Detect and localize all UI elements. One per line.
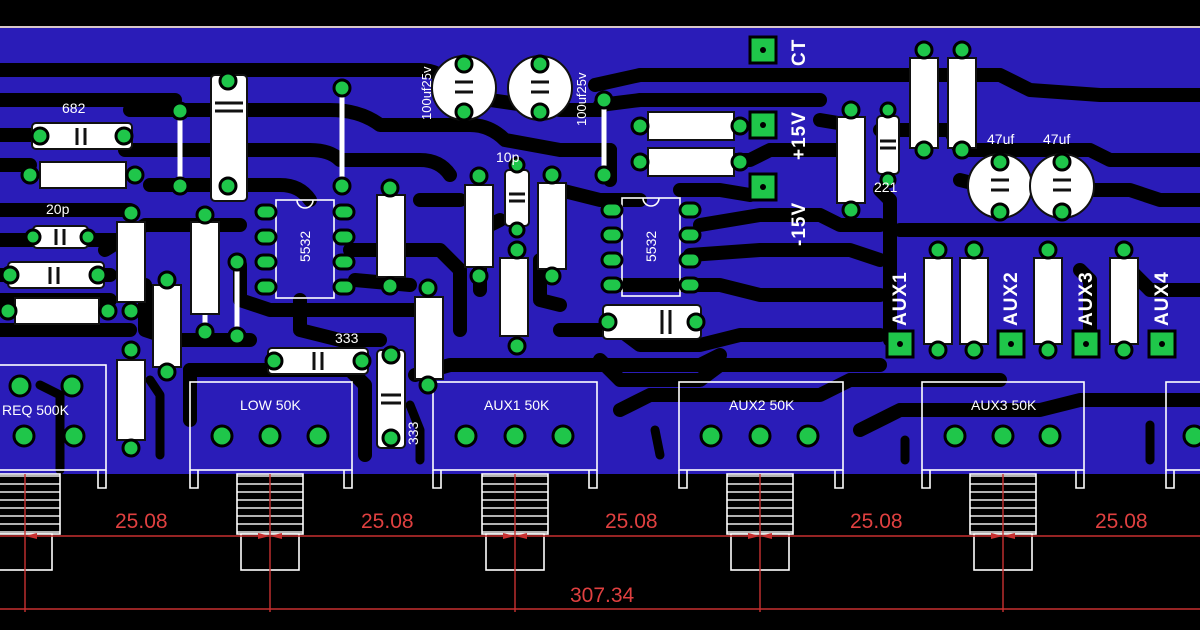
label-aux4: AUX4 [1152, 271, 1173, 326]
dim-spacing-2: 25.08 [361, 510, 414, 533]
label-r22-a: 22 [700, 119, 716, 135]
label-r5k1-3: 5K1 [1040, 307, 1056, 332]
label-r3k9-left: 3K9 [82, 168, 107, 184]
label-r5k1-4: 5K1 [1116, 307, 1132, 332]
dim-spacing-5: 25.08 [1095, 510, 1148, 533]
label-pot-freq: REQ 500K [2, 402, 70, 418]
silkscreen-labels: 682 3K9 20p 10K 10K 5K6 6K2 6K2 104 5532… [28, 66, 1132, 445]
label-r100k: 100K [955, 95, 971, 128]
dim-spacing-3: 25.08 [605, 510, 658, 533]
label-cap4: 47uf [1043, 131, 1070, 147]
label-r22-b: 22 [700, 155, 716, 171]
label-cap3: 47uf [987, 131, 1014, 147]
label-cap2: 100uf25v [574, 72, 589, 126]
label-r5k6-a: 5K6 [197, 253, 213, 278]
label-r1k: 1K [843, 134, 859, 152]
label-c104-v: 104 [221, 126, 237, 150]
label-aux1: AUX1 [890, 271, 911, 326]
label-r5k6-b: 5K6 [471, 229, 487, 254]
pot-labels: REQ 500K LOW 50K AUX1 50K AUX2 50K AUX3 … [2, 397, 1037, 418]
label-r10k-h: 10K [28, 304, 54, 320]
label-pot-aux3: AUX3 50K [971, 397, 1037, 413]
connector-labels: CT +15V -15V AUX1 AUX2 AUX3 AUX4 [789, 39, 1173, 326]
label-c10p: 10p [496, 149, 520, 165]
dim-total: 307.34 [570, 584, 635, 607]
label-r5k1-1: 5K1 [930, 307, 946, 332]
label-ic2: 5532 [643, 231, 659, 262]
label-aux3: AUX3 [1076, 271, 1097, 326]
label-r5k1-mid: 5K1 [383, 233, 399, 258]
label-pot-aux2: AUX2 50K [729, 397, 795, 413]
label-ct: CT [789, 39, 810, 66]
label-minus-15v: -15V [789, 202, 810, 246]
dimension-lines [0, 474, 1200, 612]
label-pot-low: LOW 50K [240, 397, 301, 413]
label-c221: 221 [874, 179, 898, 195]
label-c104-h: 104 [633, 307, 657, 323]
dim-spacing-4: 25.08 [850, 510, 903, 533]
pad-layer [0, 35, 1200, 458]
label-r3k9-mid: 3K9 [421, 339, 437, 364]
ic-outlines [275, 197, 681, 299]
label-pot-aux1: AUX1 50K [484, 397, 550, 413]
label-r1m: 1M [545, 195, 561, 214]
label-r5k1-2: 5K1 [966, 307, 982, 332]
label-cap1: 100uf25v [419, 66, 434, 120]
label-c333-v: 333 [405, 421, 421, 445]
label-r10k-v: 10K [123, 259, 139, 285]
dim-spacing-1: 25.08 [115, 510, 168, 533]
label-r6k2-b: 6K2 [123, 405, 139, 430]
dimension-labels: 25.08 25.08 25.08 25.08 25.08 307.34 [115, 510, 1148, 607]
label-plus-15v: +15V [789, 111, 810, 160]
label-c20p: 20p [46, 201, 70, 217]
label-r6k2-a: 6K2 [159, 332, 175, 357]
label-c333-h: 333 [335, 330, 359, 346]
label-c682: 682 [62, 100, 86, 116]
label-ic1: 5532 [297, 231, 313, 262]
label-aux2: AUX2 [1001, 271, 1022, 326]
potentiometer-outlines [0, 364, 1200, 489]
label-r10k-c: 10K [507, 290, 523, 316]
electrolytic-capacitors [431, 55, 1095, 219]
label-r510: 510 [917, 100, 933, 124]
